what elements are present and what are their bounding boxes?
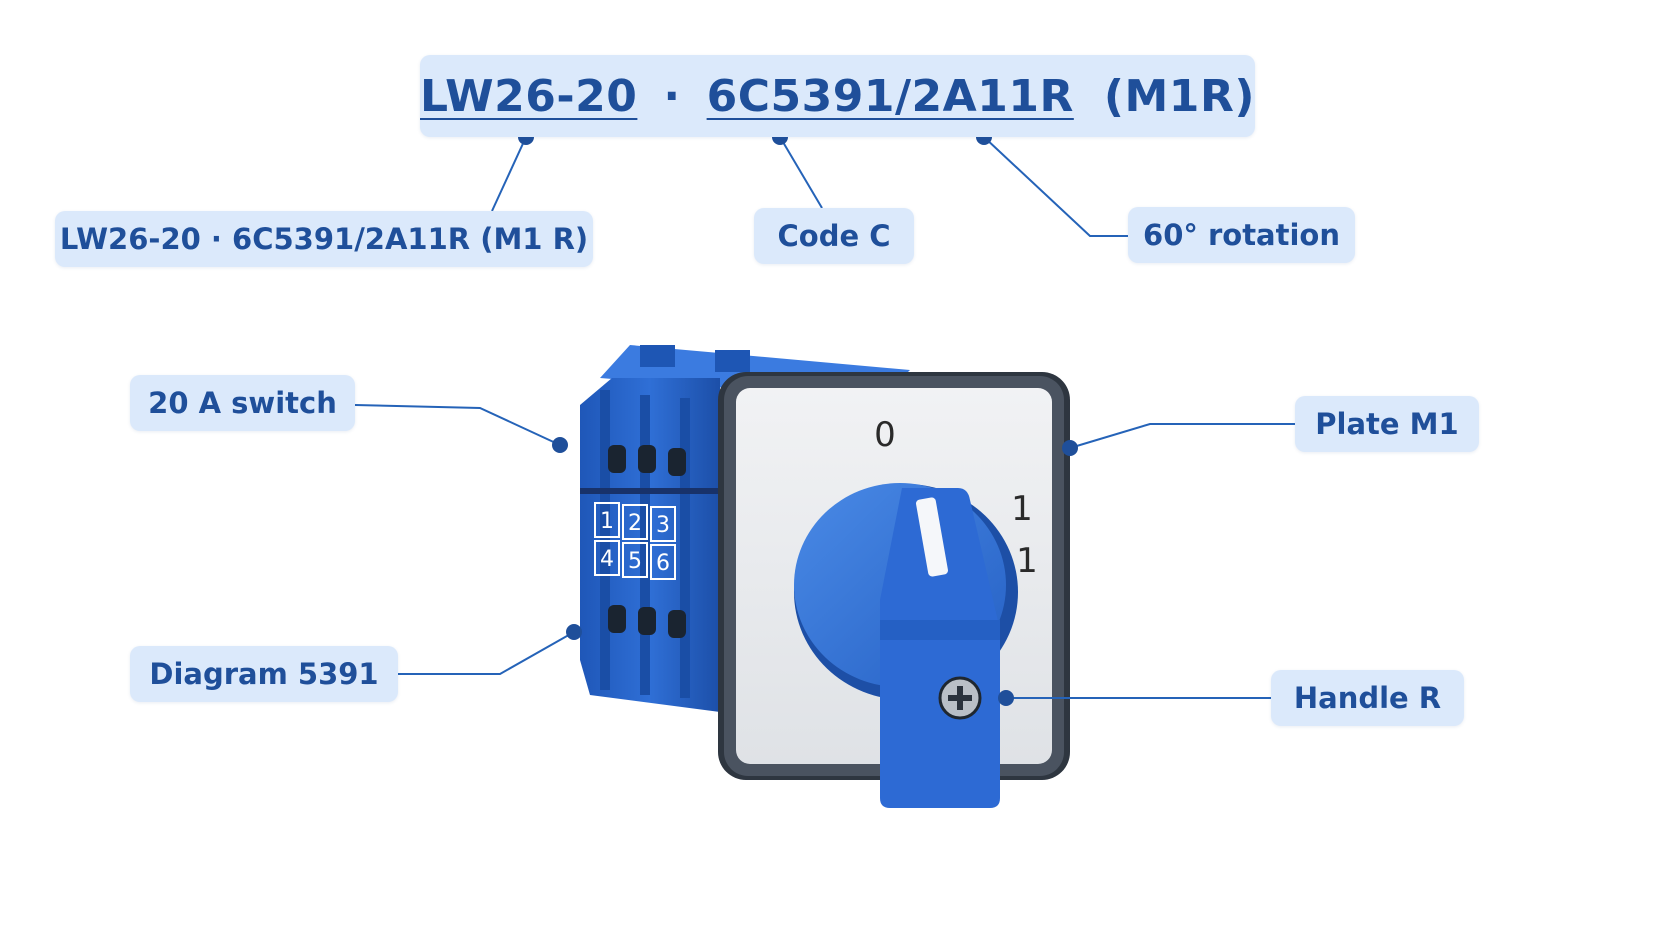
leader-dot bbox=[998, 690, 1014, 706]
terminal-number: 4 bbox=[600, 547, 614, 572]
rotary-handle bbox=[794, 483, 1018, 808]
callout-plate: Plate M1 bbox=[1295, 396, 1479, 452]
callout-handle: Handle R bbox=[1271, 670, 1464, 726]
leader-line-rotation bbox=[983, 136, 1128, 237]
callout-rating: 20 A switch bbox=[130, 375, 355, 431]
leader-line-plate bbox=[1069, 423, 1295, 449]
terminal-number-grid: 1 2 3 4 5 6 bbox=[594, 502, 676, 580]
terminal-number: 2 bbox=[628, 511, 642, 536]
callout-rotation: 60° rotation bbox=[1128, 207, 1355, 263]
callout-code: Code C bbox=[754, 208, 914, 264]
leader-line-diagram bbox=[398, 631, 575, 675]
terminal-number: 1 bbox=[600, 509, 614, 534]
position-label-1a: 1 bbox=[1011, 489, 1033, 529]
title-code: 6C5391/2A11R bbox=[706, 70, 1074, 122]
leader-dot bbox=[552, 437, 568, 453]
model-code-title: LW26-20 · 6C5391/2A11R (M1 R) bbox=[420, 55, 1255, 137]
terminal-number: 6 bbox=[656, 551, 670, 576]
title-suffix-handle: R) bbox=[1200, 70, 1255, 122]
callout-model: LW26-20 · 6C5391/2A11R (M1 R) bbox=[55, 211, 593, 267]
leader-line-model bbox=[491, 136, 527, 212]
callout-diagram: Diagram 5391 bbox=[130, 646, 398, 702]
title-suffix-plate: (M1 bbox=[1103, 70, 1200, 122]
terminal-number: 3 bbox=[656, 513, 670, 538]
position-label-0: 0 bbox=[874, 415, 896, 455]
position-label-1b: 1 bbox=[1016, 541, 1038, 581]
title-series: LW26-20 bbox=[420, 70, 638, 122]
leader-line-code bbox=[779, 136, 823, 209]
leader-line-rating bbox=[354, 404, 561, 446]
terminal-number: 5 bbox=[628, 549, 642, 574]
leader-dot bbox=[566, 624, 582, 640]
title-separator: · bbox=[663, 70, 681, 122]
leader-lines bbox=[354, 136, 1295, 699]
leader-dot bbox=[1062, 440, 1078, 456]
